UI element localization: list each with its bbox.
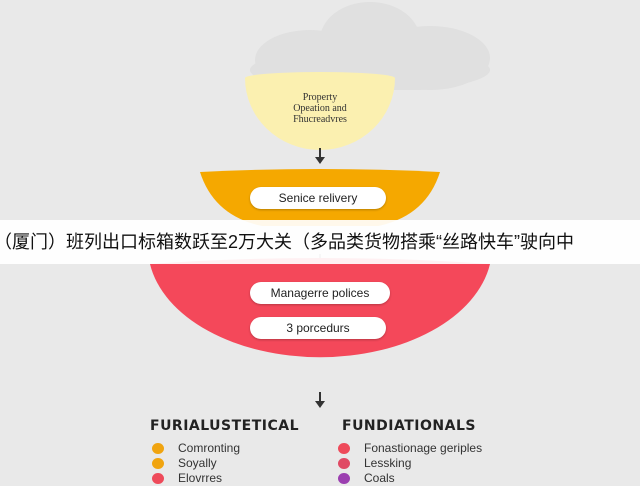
bottom-node-pill-1: Managerre polices [250, 282, 390, 304]
bullet-dot-icon [338, 473, 350, 485]
left-legend-item-2: Soyally [152, 455, 217, 471]
bullet-dot-icon [152, 443, 164, 455]
top-node-line1: Property [302, 92, 338, 103]
middle-node-pill: Senice relivery [250, 187, 386, 209]
banner-text: （厦门）班列出口标箱数跃至2万大关（多品类货物搭乘“丝路快车”驶向中 [0, 232, 574, 252]
bullet-dot-icon [152, 458, 164, 470]
right-column-title: FUNDIATIONALS [342, 418, 476, 434]
top-node-label: Property Opeation and Fhucreadvres [270, 92, 370, 125]
bottom-node-pill-2: 3 porcedurs [250, 317, 386, 339]
top-node-line3: Fhucreadvres [293, 114, 347, 125]
legend-label: Comronting [178, 441, 241, 455]
top-node-circle [245, 72, 395, 150]
left-legend-item-1: Comronting [152, 440, 240, 456]
legend-label: Soyally [178, 456, 217, 470]
arrow-down-icon [315, 392, 325, 408]
left-column-title: FURIALUSTETICAL [150, 418, 300, 434]
bullet-dot-icon [338, 443, 350, 455]
top-node-line2: Opeation and [293, 103, 347, 114]
overlay-banner: （厦门）班列出口标箱数跃至2万大关（多品类货物搭乘“丝路快车”驶向中 [0, 220, 640, 264]
legend-label: Lessking [364, 456, 412, 470]
legend-label: Elovrres [178, 471, 223, 485]
bullet-dot-icon [338, 458, 350, 470]
left-legend-item-3: Elovrres [152, 470, 222, 486]
right-legend-item-3: Coals [338, 470, 395, 486]
right-legend-item-1: Fonastionage geriples [338, 440, 482, 456]
bottom-node-bowl [150, 258, 490, 358]
right-legend-item-2: Lessking [338, 455, 411, 471]
bullet-dot-icon [152, 473, 164, 485]
legend-label: Coals [364, 471, 395, 485]
legend-label: Fonastionage geriples [364, 441, 483, 455]
arrow-down-icon [315, 148, 325, 164]
